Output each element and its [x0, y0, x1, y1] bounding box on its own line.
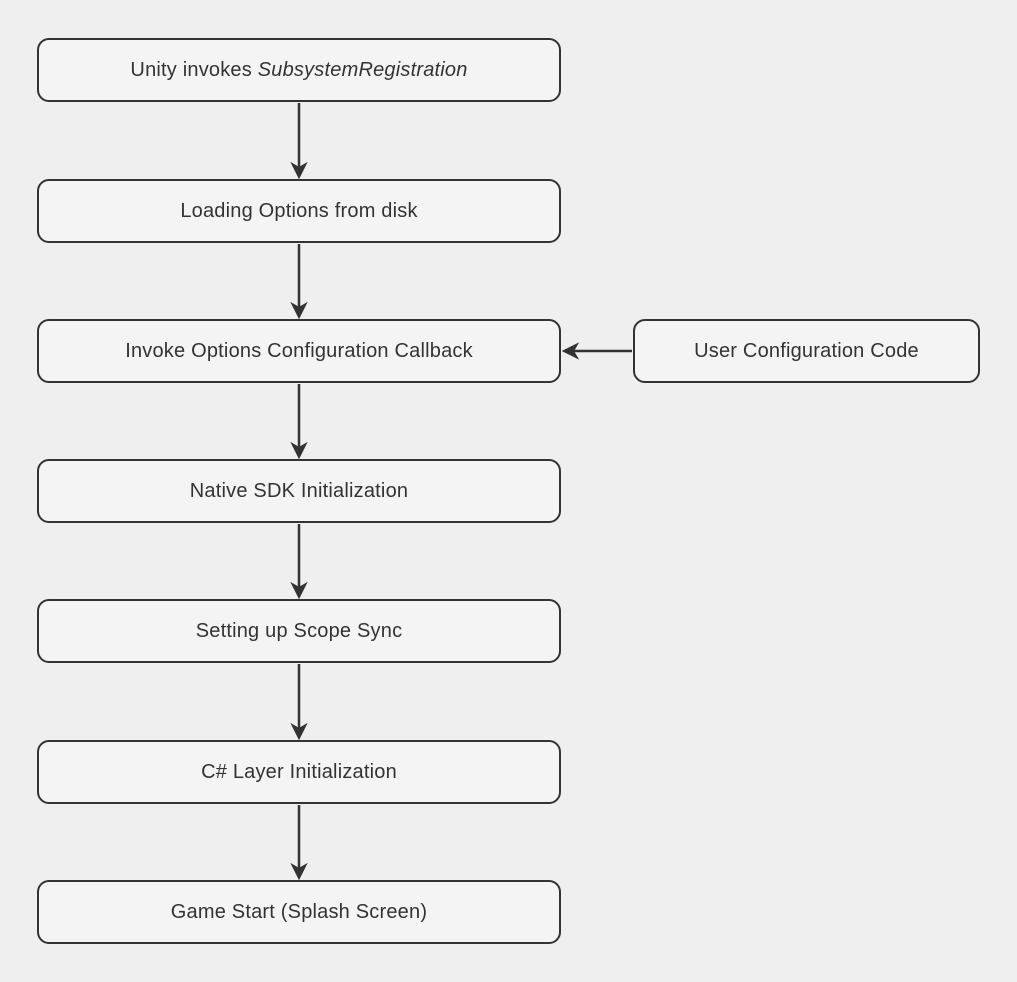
node-label: Game Start (Splash Screen) [170, 900, 428, 923]
subsystem-registration-italic-label: SubsystemRegistration [257, 58, 468, 81]
node-native-sdk-initialization: Native SDK Initialization [37, 459, 561, 523]
node-label: Loading Options from disk [180, 199, 418, 222]
node-user-configuration-code: User Configuration Code [633, 319, 980, 383]
node-unity-invokes-subsystem-registration: Unity invokes SubsystemRegistration [37, 38, 561, 102]
node-loading-options-from-disk: Loading Options from disk [37, 179, 561, 243]
node-label: Native SDK Initialization [189, 479, 409, 502]
node-label: C# Layer Initialization [201, 760, 397, 783]
node-label: Setting up Scope Sync [195, 619, 403, 642]
node-csharp-layer-initialization: C# Layer Initialization [37, 740, 561, 804]
node-game-start-splash-screen: Game Start (Splash Screen) [37, 880, 561, 944]
node-label: Unity invokes SubsystemRegistration [130, 58, 468, 81]
node-invoke-options-configuration-callback: Invoke Options Configuration Callback [37, 319, 561, 383]
node-setting-up-scope-sync: Setting up Scope Sync [37, 599, 561, 663]
node-label: Invoke Options Configuration Callback [125, 339, 473, 362]
node-label: User Configuration Code [694, 339, 919, 362]
